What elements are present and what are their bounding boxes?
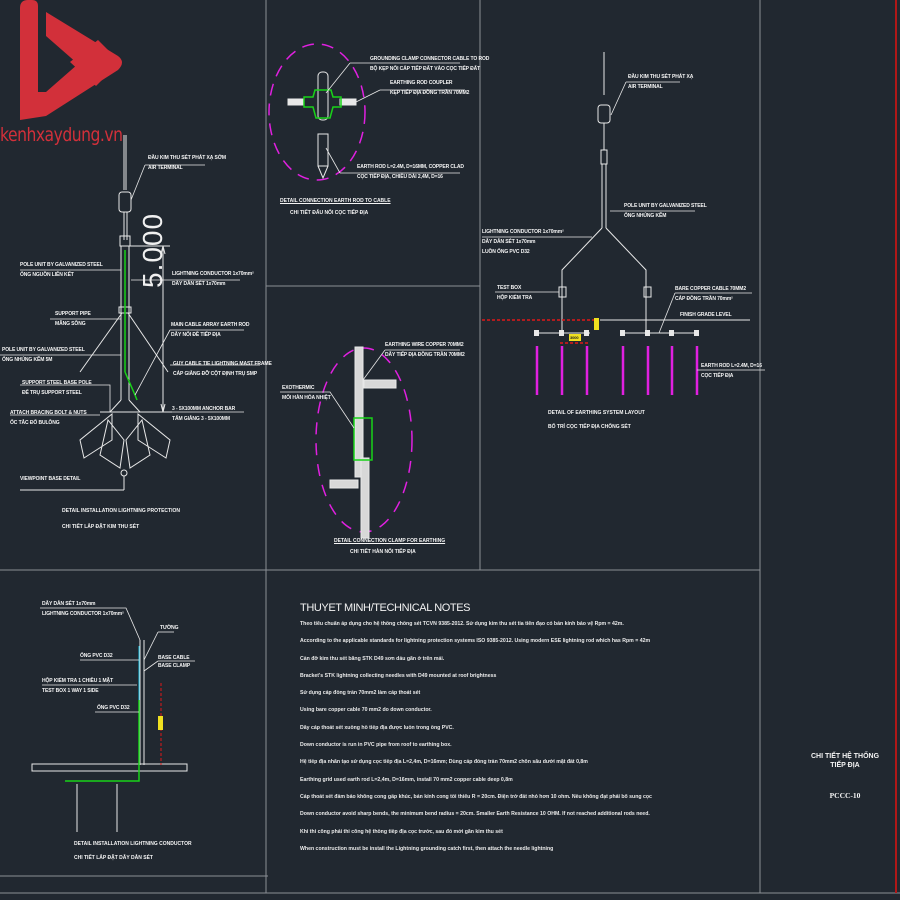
height-dimension-label: 5.000 bbox=[137, 212, 168, 288]
mast-drawing bbox=[20, 135, 172, 491]
mast-label: VIEWPOINT BASE DETAIL bbox=[20, 476, 81, 482]
note-item: Dây cáp thoát sét xuống hố tiếp địa được… bbox=[300, 724, 454, 731]
weld-caption-vi: CHI TIẾT HÀN NỐI TIẾP ĐỊA bbox=[350, 549, 416, 555]
wall-label: ỐNG PVC D32 bbox=[80, 653, 113, 659]
clamp-caption-vi: CHI TIẾT ĐẤU NỐI CỌC TIẾP ĐỊA bbox=[290, 210, 369, 216]
layout-label: FINISH GRADE LEVEL bbox=[680, 312, 732, 318]
wall-label: ỐNG PVC D32 bbox=[97, 705, 130, 711]
clamp-caption-en: DETAIL CONNECTION EARTH ROD TO CABLE bbox=[280, 198, 391, 204]
note-item: Theo tiêu chuẩn áp dụng cho hệ thống chố… bbox=[300, 621, 624, 627]
brand-text: kenhxaydung.vn bbox=[0, 124, 123, 146]
note-item: Hệ tiếp địa nhân tạo sử dụng cọc tiếp đị… bbox=[300, 759, 588, 766]
layout-caption-en: DETAIL OF EARTHING SYSTEM LAYOUT bbox=[548, 410, 645, 416]
weld-drawing bbox=[280, 346, 460, 539]
note-item: Using bare copper cable 70 mm2 do down c… bbox=[300, 707, 432, 714]
layout-drawing bbox=[482, 52, 765, 395]
note-item: Down conductor avoid sharp bends, the mi… bbox=[300, 811, 650, 818]
note-item: Earthing grid used earth rod L=2,4m, D=1… bbox=[300, 776, 513, 783]
drawing-title-line1: CHI TIẾT HỆ THỐNG bbox=[810, 753, 880, 760]
drawing-title-line2: TIẾP ĐỊA bbox=[830, 762, 860, 769]
note-item: Khi thi công phải thi công hệ thống tiếp… bbox=[300, 828, 503, 835]
note-item: When construction must be install the Li… bbox=[300, 845, 554, 852]
wall-caption-vi: CHI TIẾT LẮP ĐẶT DÂY DẪN SÉT bbox=[74, 855, 153, 861]
technical-notes: THUYET MINH/TECHNICAL NOTES Theo tiêu ch… bbox=[300, 602, 720, 863]
layout-caption-vi: BỐ TRÍ CỌC TIẾP ĐỊA CHỐNG SÉT bbox=[548, 424, 631, 430]
mast-green-conductor-tail bbox=[124, 371, 138, 401]
note-item: Down conductor is run in PVC pipe from r… bbox=[300, 742, 452, 749]
note-item: Bracket's STK lightning collecting needl… bbox=[300, 672, 497, 679]
note-item: Cần đỡ kim thu sét bằng STK D49 sơn dầu … bbox=[300, 655, 445, 662]
clamp-drawing bbox=[268, 43, 465, 181]
mast-caption-vi: CHI TIẾT LẮP ĐẶT KIM THU SÉT bbox=[62, 524, 140, 530]
wall-caption-en: DETAIL INSTALLATION LIGHTNING CONDUCTOR bbox=[74, 841, 192, 847]
technical-notes-title: THUYET MINH/TECHNICAL NOTES bbox=[300, 602, 471, 614]
note-item: Cáp thoát sét đảm bảo không cong gấp khú… bbox=[300, 793, 652, 800]
note-item: According to the applicable standards fo… bbox=[300, 638, 651, 645]
note-item: Sử dụng cáp đồng trần 70mm2 làm cáp thoá… bbox=[300, 690, 421, 697]
drawing-code: PCCC-10 bbox=[829, 791, 861, 800]
rod-spacing-label: 3000 bbox=[570, 335, 579, 340]
k-play-logo-icon bbox=[20, 0, 122, 120]
wall-label: TƯỜNG bbox=[160, 625, 179, 631]
earth-rods bbox=[535, 346, 699, 395]
mast-caption-en: DETAIL INSTALLATION LIGHTNING PROTECTION bbox=[62, 508, 180, 514]
weld-caption-en: DETAIL CONNECTION CLAMP FOR EARTHING bbox=[334, 538, 446, 544]
wall-drawing bbox=[31, 607, 195, 832]
title-block: CHI TIẾT HỆ THỐNG TIẾP ĐỊA PCCC-10 bbox=[800, 752, 890, 800]
mast-leader-lines bbox=[0, 164, 260, 416]
